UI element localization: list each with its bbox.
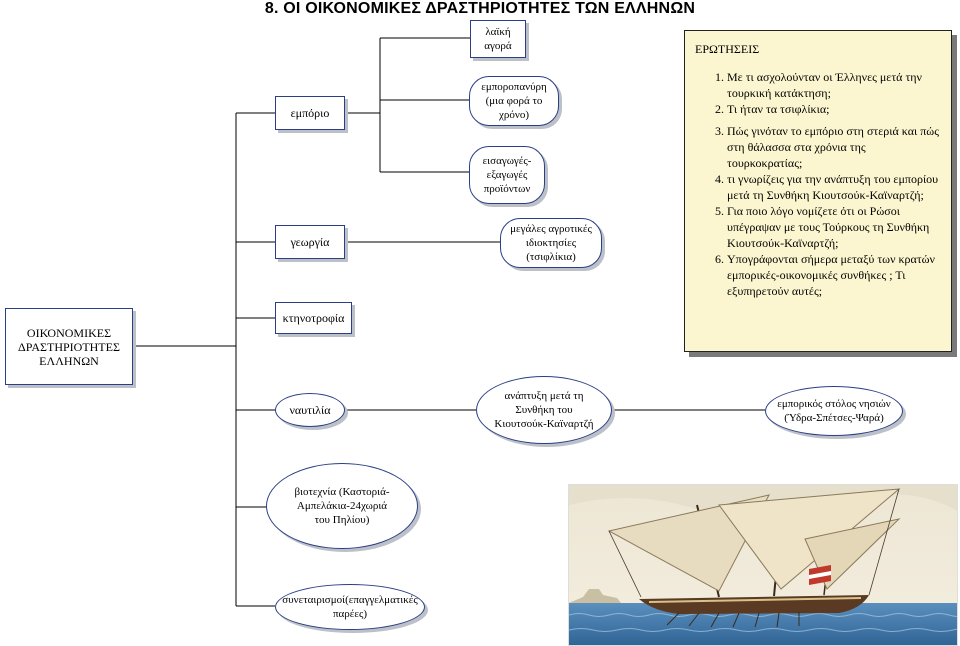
ktinotrofia-node: κτηνοτροφία xyxy=(275,302,352,334)
question-item: Πώς γινόταν το εμπόριο στη στεριά και πώ… xyxy=(727,123,941,171)
oars xyxy=(666,612,800,628)
laiki-agora-node: λαϊκή αγορά xyxy=(470,20,526,58)
distant-fort xyxy=(569,589,621,603)
ship-painting xyxy=(568,484,958,646)
root-node: ΟΙΚΟΝΟΜΙΚΕΣ ΔΡΑΣΤΗΡΙΟΤΗΤΕΣ ΕΛΛΗΝΩΝ xyxy=(5,308,133,385)
viotexnia-node: βιοτεχνία (Καστοριά-Αμπελάκια-24χωριά το… xyxy=(266,463,418,549)
rigging-line xyxy=(868,488,900,596)
hull-stripe xyxy=(648,597,862,603)
questions-list: Με τι ασχολούνταν οι Έλληνες μετά την το… xyxy=(695,69,941,299)
waves xyxy=(569,613,957,617)
emporio-node: εμπόριο xyxy=(275,96,345,130)
emporopanigyri-node: εμποροπανύρη (μια φορά το χρόνο) xyxy=(469,76,559,126)
anaptyxi-node: ανάπτυξη μετά τη Συνθήκη του Κιουτσούκ-Κ… xyxy=(476,376,612,444)
question-item: τι γνωρίζεις για την ανάπτυξη του εμπορί… xyxy=(727,171,941,203)
ship-illustration xyxy=(569,485,957,645)
naftilia-node: ναυτιλία xyxy=(275,393,345,427)
synetairismoi-node: συνεταιρισμοί(επαγγελματικές παρέες) xyxy=(275,584,425,630)
question-item: Τι ήταν τα τσιφλίκια; xyxy=(727,101,941,117)
questions-heading: ΕΡΩΤΗΣΕΙΣ xyxy=(695,42,760,56)
flag-stripe xyxy=(809,571,831,579)
rigging-line xyxy=(608,530,642,598)
eisagoges-node: εισαγωγές-εξαγωγές προϊόντων xyxy=(469,146,545,204)
question-item: Για ποιο λόγο νομίζετε ότι οι Ρώσοι υπέγ… xyxy=(727,203,941,251)
emporikos-stolos-node: εμπορικός στόλος νησιών (Ύδρα-Σπέτσες-Ψα… xyxy=(765,386,903,436)
question-item: Με τι ασχολούνταν οι Έλληνες μετά την το… xyxy=(727,69,941,101)
waves-lower xyxy=(569,628,957,632)
page-title: 8. ΟΙ ΟΙΚΟΝΟΜΙΚΕΣ ΔΡΑΣΤΗΡΙΟΤΗΤΕΣ ΤΩΝ ΕΛΛ… xyxy=(264,0,696,17)
question-item: Υπογράφονται σήμερα μεταξύ των κρατών εμ… xyxy=(727,251,941,299)
questions-panel: ΕΡΩΤΗΣΕΙΣ Με τι ασχολούνταν οι Έλληνες μ… xyxy=(684,30,952,352)
megales-idioktisies-node: μεγάλες αγροτικές ιδιοκτησίες (τσιφλίκια… xyxy=(500,218,602,268)
georgia-node: γεωργία xyxy=(275,225,345,259)
